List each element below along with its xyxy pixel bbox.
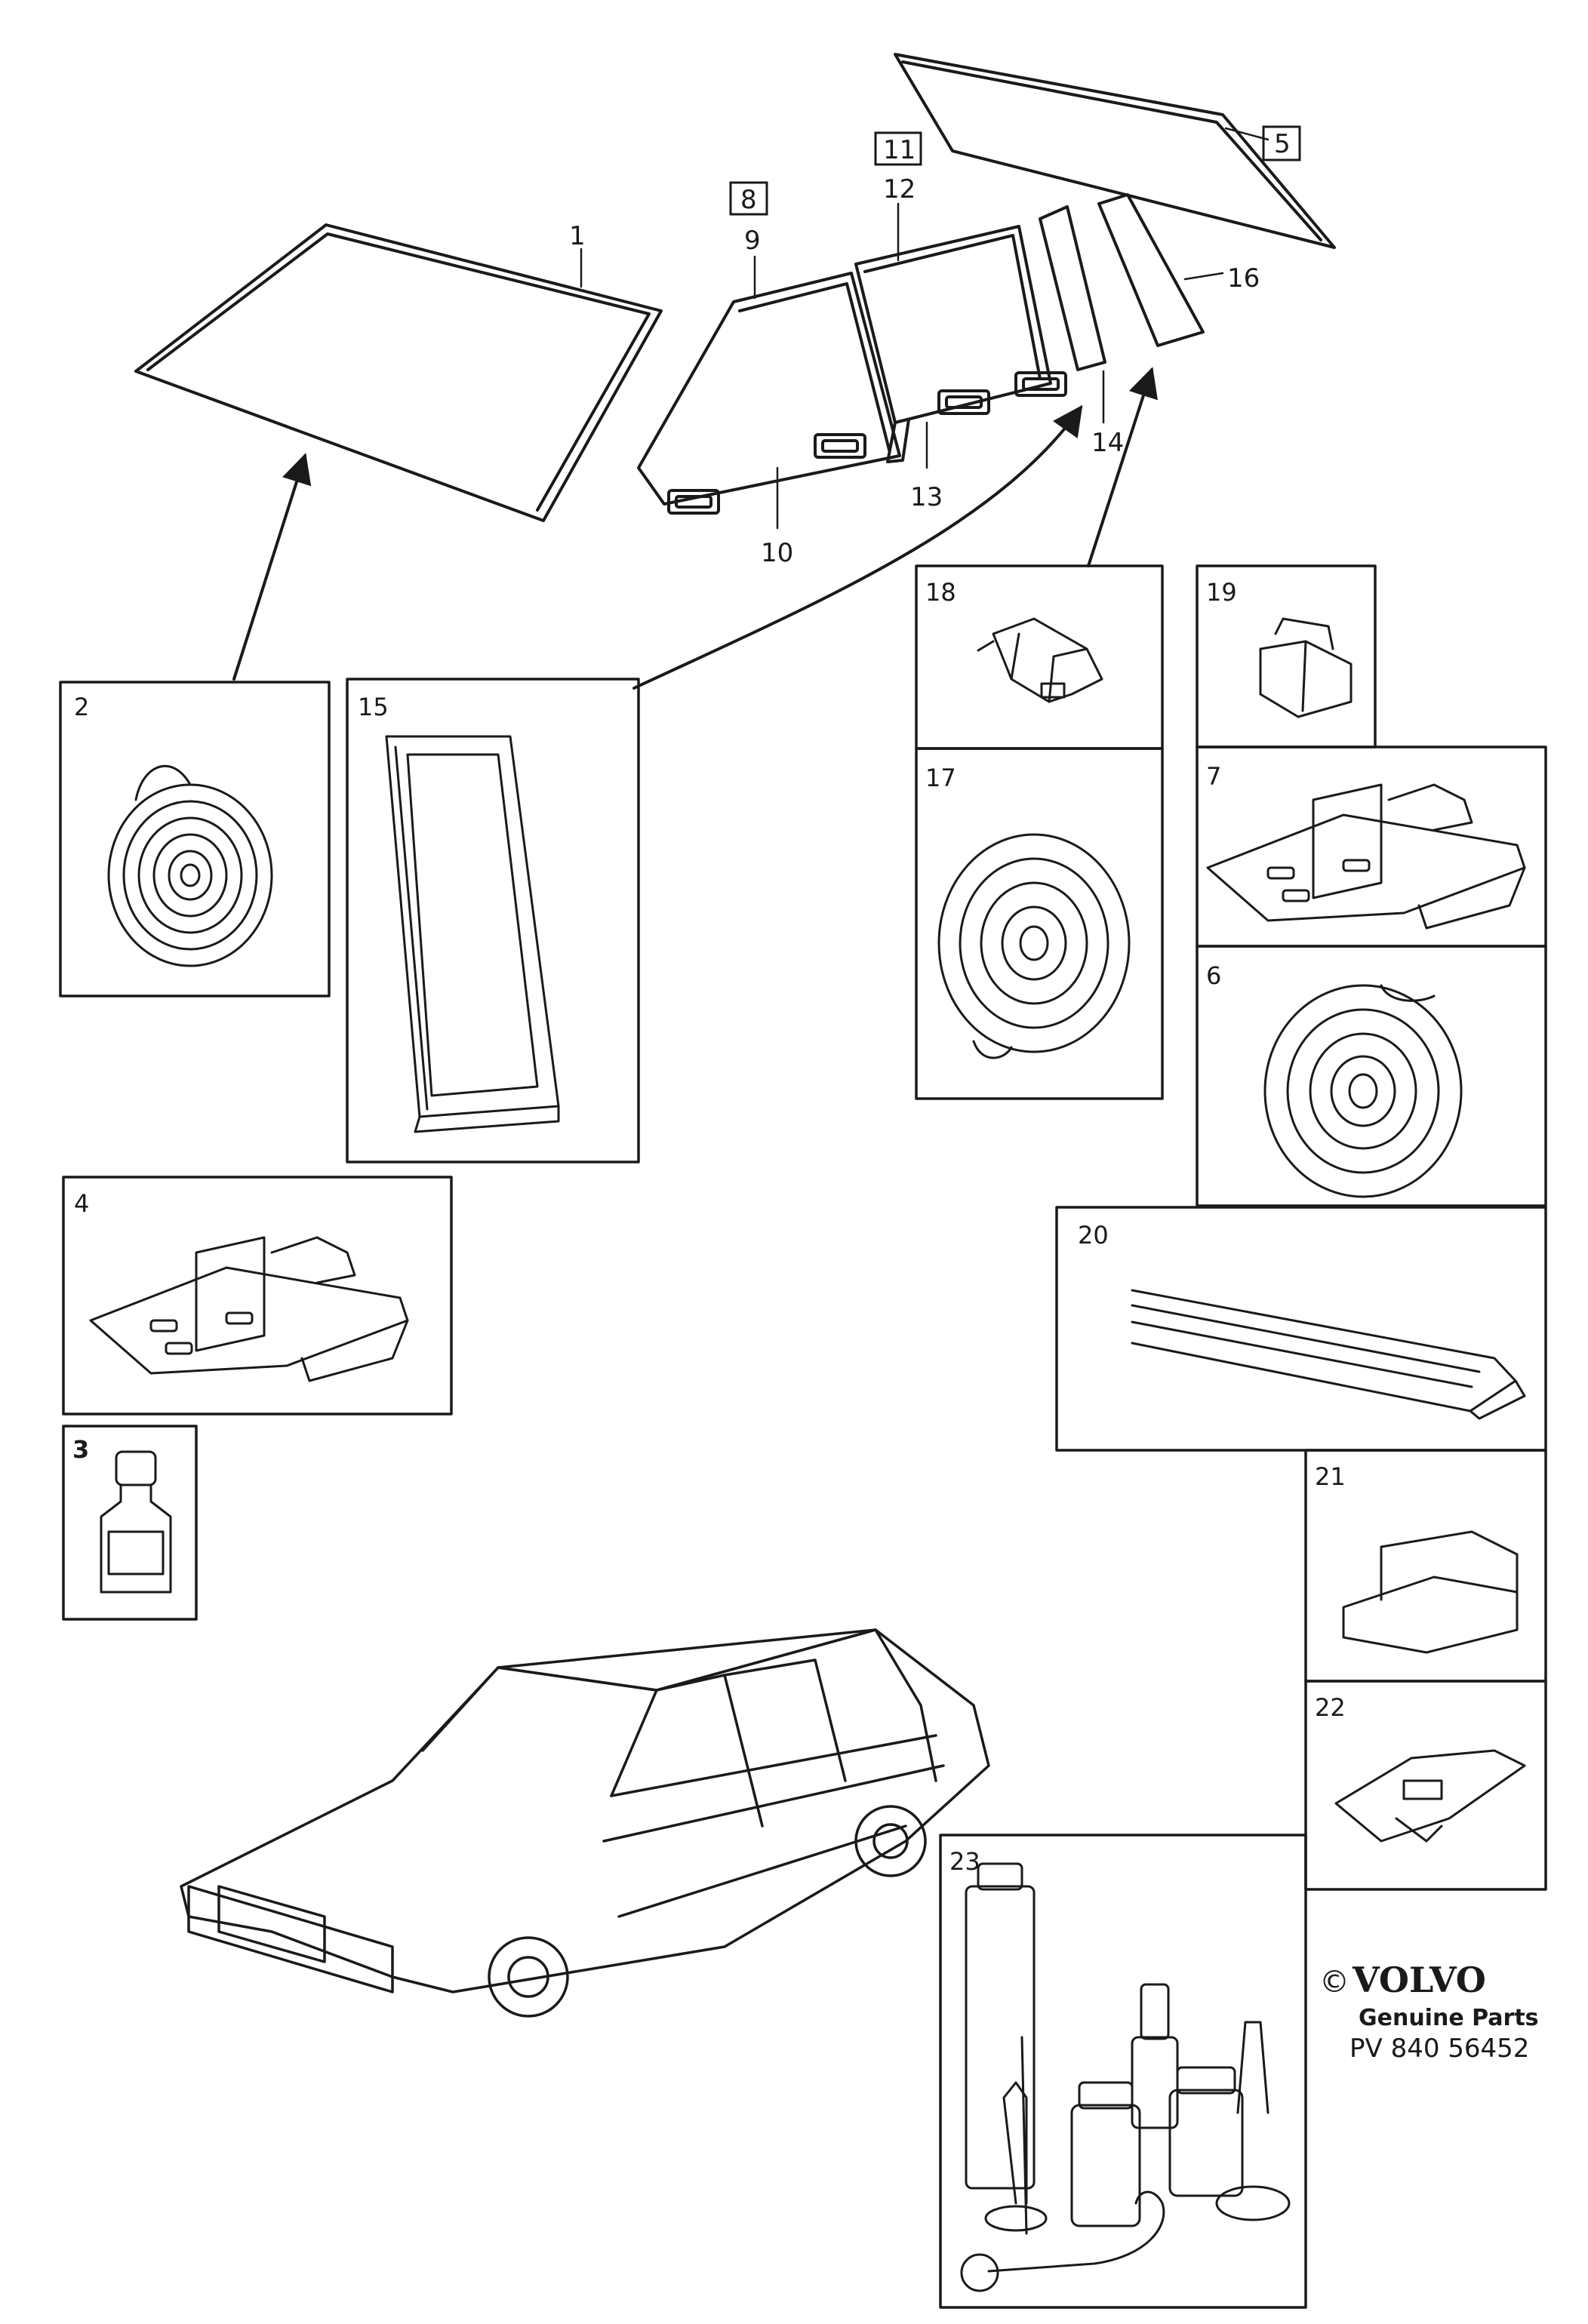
rear-door-glass — [854, 225, 1067, 463]
tape-roll-drawing — [107, 764, 273, 967]
panel-6-frame — [1196, 945, 1547, 1207]
panel-23-label: 23 — [949, 1847, 980, 1876]
callout-9: 9 — [744, 226, 761, 256]
clip-19-drawing — [1259, 617, 1353, 718]
panel-18-label: 18 — [925, 578, 956, 607]
leader-5 — [1224, 127, 1269, 141]
callout-1: 1 — [569, 221, 586, 251]
panel-17-label: 17 — [925, 764, 956, 792]
arrow-2-to-1 — [232, 453, 312, 681]
callout-12: 12 — [883, 174, 916, 204]
callout-8: 8 — [740, 185, 757, 215]
clip-21-drawing — [1342, 1530, 1519, 1654]
panel-23-frame — [939, 1834, 1307, 2309]
panel-6-label: 6 — [1206, 961, 1221, 990]
leader-16 — [1183, 272, 1224, 281]
rear-quarter-glass — [1097, 193, 1205, 347]
panel-21-label: 21 — [1315, 1462, 1346, 1491]
moulding-strip-drawing — [1131, 1289, 1526, 1420]
volvo-brand: VOLVO — [1352, 1960, 1486, 2000]
rear-window-glass — [894, 53, 1336, 249]
callout-5-box — [1262, 125, 1301, 161]
clip-18-drawing — [977, 617, 1103, 703]
primer-bottle-drawing — [100, 1450, 172, 1594]
tape-roll-17-drawing — [937, 833, 1131, 1059]
quarter-glass — [1039, 205, 1106, 371]
panel-3-label: 3 — [72, 1435, 89, 1464]
callout-13: 13 — [910, 482, 943, 512]
panel-17-frame — [915, 747, 1164, 1100]
panel-3-frame — [62, 1425, 198, 1621]
panel-7-label: 7 — [1206, 762, 1221, 791]
mounting-plate-4-drawing — [89, 1236, 409, 1382]
panel-20-label: 20 — [1078, 1221, 1109, 1250]
panel-22-label: 22 — [1315, 1693, 1346, 1722]
mounting-plate-7-drawing — [1206, 783, 1526, 930]
window-seal-drawing — [385, 735, 560, 1133]
copyright-symbol: © — [1319, 1965, 1349, 2000]
panel-4-label: 4 — [74, 1189, 89, 1218]
tape-roll-6-drawing — [1263, 984, 1463, 1198]
panel-2-label: 2 — [74, 693, 89, 721]
front-door-glass — [637, 272, 901, 515]
callout-10: 10 — [761, 538, 793, 568]
panel-15-label: 15 — [358, 693, 389, 721]
arrow-18-to-16 — [1087, 367, 1158, 567]
panel-20-frame — [1055, 1206, 1547, 1452]
panel-22-frame — [1304, 1680, 1547, 1891]
panel-4-frame — [62, 1176, 453, 1416]
callout-8-box — [729, 181, 768, 216]
car-drawing — [180, 1628, 990, 2018]
callout-11-box — [874, 131, 922, 166]
clip-22-drawing — [1334, 1749, 1526, 1843]
volvo-logo-block: © VOLVO Genuine Parts PV 840 56452 — [1319, 1960, 1539, 2064]
panel-19-label: 19 — [1206, 578, 1237, 607]
panel-7-frame — [1196, 745, 1547, 948]
callout-5: 5 — [1274, 129, 1291, 159]
callout-16: 16 — [1227, 263, 1260, 294]
genuine-parts-label: Genuine Parts — [1359, 2005, 1539, 2031]
panel-15-frame — [346, 678, 640, 1164]
windscreen-glass — [134, 223, 663, 522]
diagram-code: PV 840 56452 — [1349, 2034, 1529, 2064]
panel-2-frame — [59, 681, 331, 998]
callout-14: 14 — [1091, 428, 1124, 458]
callout-11: 11 — [883, 135, 916, 165]
arrow-15-to-14 — [632, 404, 1083, 690]
adhesive-kit-drawing — [960, 1862, 1291, 2292]
